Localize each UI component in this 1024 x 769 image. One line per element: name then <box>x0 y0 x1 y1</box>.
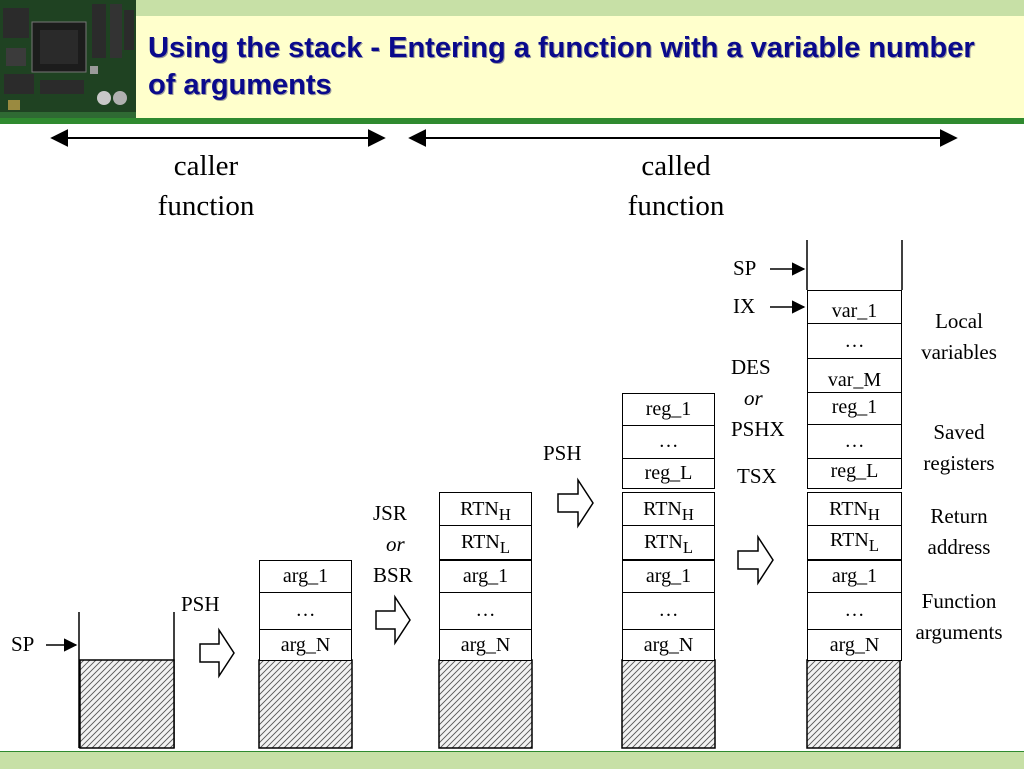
transition-arrow-1 <box>199 627 235 679</box>
slide-title: Using the stack - Entering a function wi… <box>148 32 975 101</box>
stack3-bottom-hatch <box>438 659 533 749</box>
stack2-arg-n: arg_N <box>259 629 352 661</box>
annotation-function-line1: Function <box>921 589 997 613</box>
stack2-arg-1: arg_1 <box>259 560 352 593</box>
stack5-reg-1: reg_1 <box>807 392 902 425</box>
circuit-board-graphic <box>0 0 136 118</box>
stack4-rtn-h-text: RTN <box>643 498 682 520</box>
ix-label: IX <box>733 294 756 318</box>
stack3-rtn-h-text: RTN <box>460 498 499 520</box>
annotation-function-line2: arguments <box>915 620 1003 644</box>
stack4-rtn-h: RTNH <box>622 492 715 526</box>
des-label: DES <box>731 355 771 379</box>
or-text-1: or <box>386 532 405 556</box>
header-rule <box>0 118 1024 124</box>
stack5-rtn-l: RTNL <box>807 525 902 560</box>
annotation-saved-line2: registers <box>923 451 995 475</box>
annotation-local-line1: Local <box>935 309 983 333</box>
or-text-2: or <box>744 386 763 410</box>
sp-label-stack1: SP <box>11 632 35 656</box>
called-function-heading: called function <box>576 146 776 226</box>
pshx-label: PSHX <box>731 417 785 441</box>
stack3-arg-n: arg_N <box>439 629 532 661</box>
stack4-rtn-l: RTNL <box>622 525 715 560</box>
stack4-rtn-l-text: RTN <box>644 531 683 553</box>
title-header <box>0 16 1024 118</box>
stack3-rtn-h-sub: H <box>498 505 511 524</box>
stack2-bottom-hatch <box>258 659 353 749</box>
stack4-reg-l: reg_L <box>622 458 715 489</box>
annotation-function-arguments: Function arguments <box>896 586 1022 648</box>
stack5-arg-n: arg_N <box>807 629 902 661</box>
bottom-band <box>0 751 1024 769</box>
or-label-1: or <box>386 532 405 557</box>
stack5-dots-args: … <box>807 592 902 630</box>
stack5-rtn-h: RTNH <box>807 492 902 526</box>
stack4-rtn-h-sub: H <box>681 505 694 524</box>
stack4-bottom-hatch <box>621 659 716 749</box>
stack5-var-m: var_M <box>807 358 902 393</box>
bsr-label: BSR <box>373 563 413 587</box>
circuit-board-image <box>0 0 136 118</box>
stack5-rtn-h-sub: H <box>867 505 880 524</box>
annotation-local-line2: variables <box>921 340 997 364</box>
stack3-arg-1: arg_1 <box>439 560 532 593</box>
top-band <box>0 0 1024 16</box>
stack4-rtn-l-sub: L <box>682 538 693 557</box>
stack3-rtn-l: RTNL <box>439 525 532 560</box>
jsr-label: JSR <box>373 501 407 525</box>
transition-arrow-2 <box>375 594 411 646</box>
stack4-dots-args: … <box>622 592 715 630</box>
transition-arrow-3 <box>557 477 594 529</box>
called-heading-line1: called <box>641 150 711 182</box>
annotation-local-variables: Local variables <box>902 306 1016 368</box>
stack5-rtn-h-text: RTN <box>829 498 868 520</box>
transition-arrow-4 <box>737 534 774 586</box>
stack1-bottom-hatch <box>79 659 175 749</box>
tsx-label: TSX <box>737 464 777 488</box>
psh-label-1: PSH <box>181 592 220 616</box>
stack3-rtn-l-text: RTN <box>461 531 500 553</box>
caller-function-heading: caller function <box>106 146 306 226</box>
annotation-saved-registers: Saved registers <box>902 417 1016 479</box>
caller-heading-line1: caller <box>173 150 239 182</box>
stack5-dots-regs: … <box>807 424 902 459</box>
stack5-var-1: var_1 <box>807 290 902 324</box>
stack5-dots-vars: … <box>807 323 902 359</box>
sp-label-stack5: SP <box>733 256 757 280</box>
caller-heading-line2: function <box>157 190 255 222</box>
annotation-saved-line1: Saved <box>933 420 985 444</box>
stack3-rtn-l-sub: L <box>499 538 510 557</box>
stack5-rtn-l-text: RTN <box>830 529 869 551</box>
psh-label-2: PSH <box>543 441 582 465</box>
stack3-dots: … <box>439 592 532 630</box>
stack5-reg-l: reg_L <box>807 458 902 489</box>
stack5-arg-1: arg_1 <box>807 560 902 593</box>
annotation-return-line2: address <box>927 535 991 559</box>
stack4-arg-1: arg_1 <box>622 560 715 593</box>
called-heading-line2: function <box>627 190 725 222</box>
annotation-return-line1: Return <box>930 504 988 528</box>
stack5-rtn-l-sub: L <box>868 536 879 555</box>
stack2-dots: … <box>259 592 352 630</box>
or-label-2: or <box>744 386 763 411</box>
stack4-reg-1: reg_1 <box>622 393 715 426</box>
annotation-return-address: Return address <box>902 501 1016 563</box>
stack3-rtn-h: RTNH <box>439 492 532 526</box>
stack4-arg-n: arg_N <box>622 629 715 661</box>
stack4-dots-regs: … <box>622 425 715 459</box>
stack5-bottom-hatch <box>806 659 901 749</box>
